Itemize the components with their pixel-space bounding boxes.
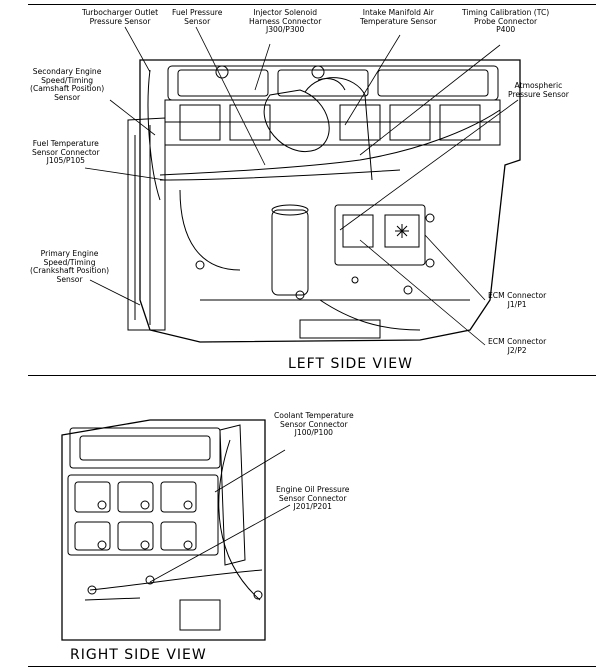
bottom-rule — [28, 666, 596, 667]
section-divider — [28, 375, 596, 376]
left-view-title: LEFT SIDE VIEW — [288, 356, 413, 372]
right-view-title: RIGHT SIDE VIEW — [70, 647, 207, 663]
top-rule — [28, 4, 596, 5]
